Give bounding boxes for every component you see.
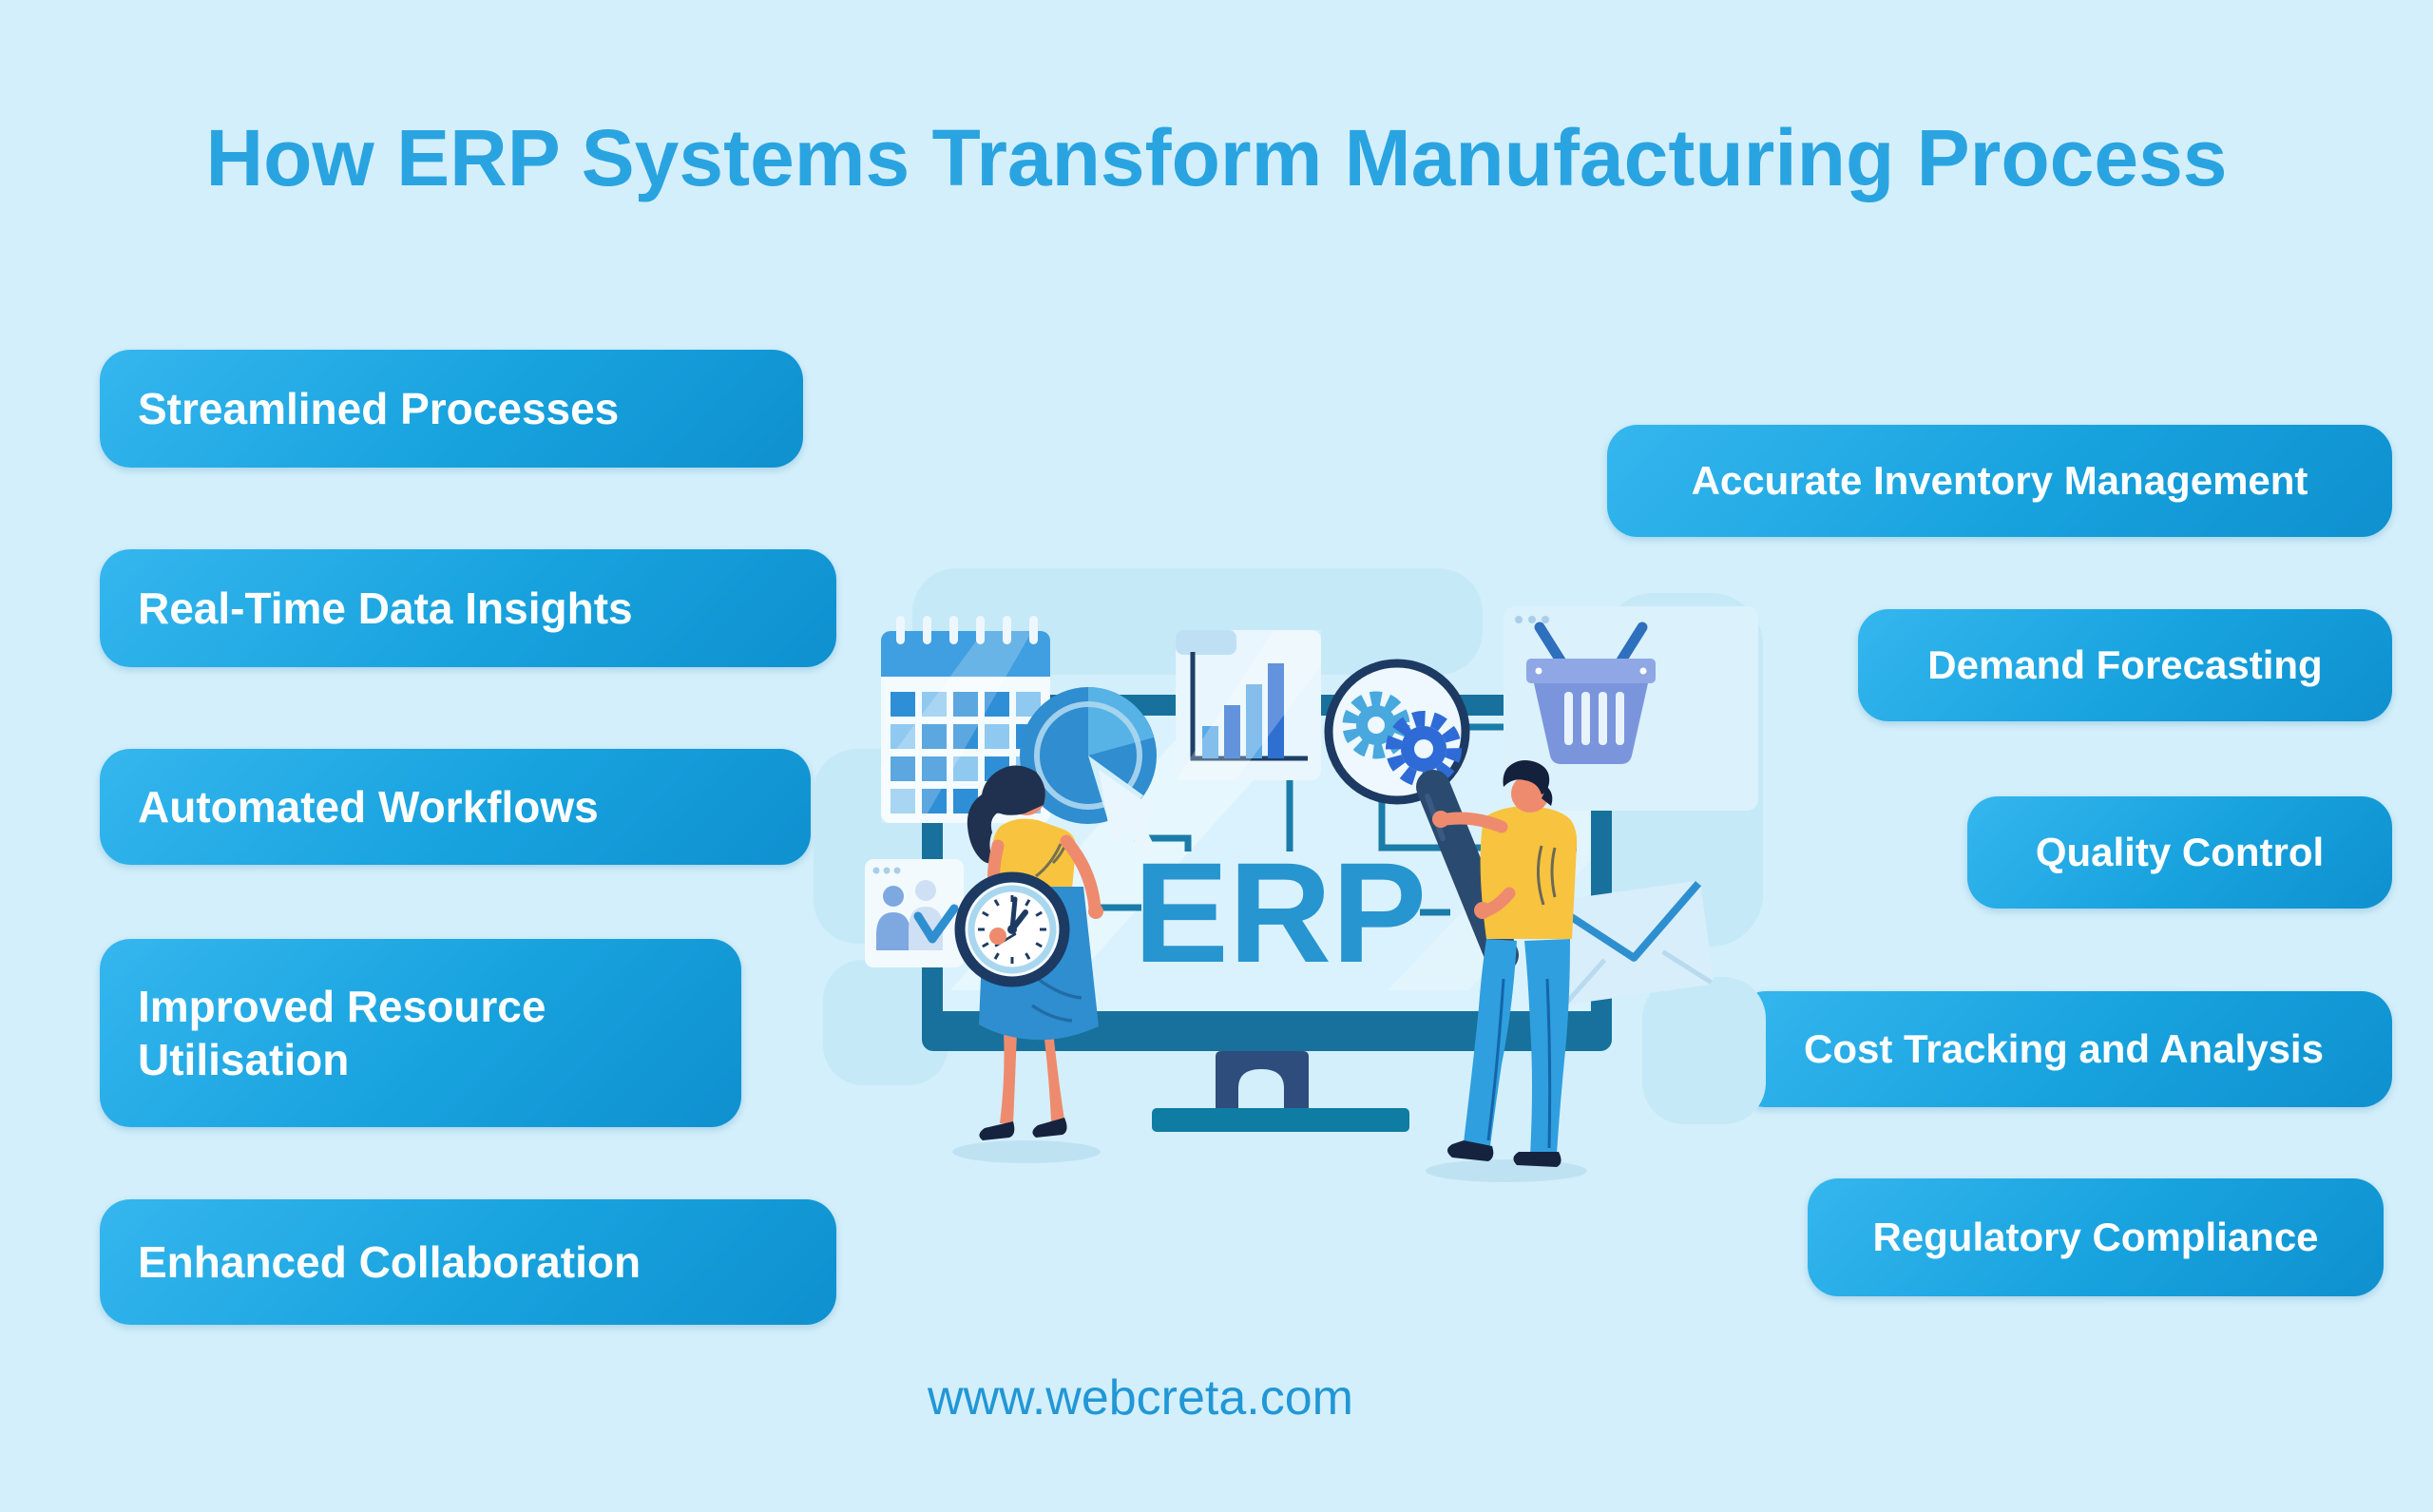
benefit-regulatory-compliance: Regulatory Compliance	[1808, 1178, 2384, 1296]
video-call-icon	[865, 859, 964, 967]
page-title: How ERP Systems Transform Manufacturing …	[205, 113, 2228, 202]
erp-label: ERP	[1134, 833, 1427, 992]
pie-chart-icon	[1020, 687, 1167, 859]
benefit-demand-forecasting: Demand Forecasting	[1858, 609, 2392, 721]
benefit-cost-tracking-and-analysis: Cost Tracking and Analysis	[1735, 991, 2392, 1107]
website-link: www.webcreta.com	[928, 1370, 1353, 1426]
bar-chart-icon	[1176, 630, 1321, 780]
benefit-improved-resource-utilisation: Improved Resource Utilisation	[100, 939, 741, 1127]
man-figure	[1432, 760, 1578, 1167]
cursor-icon	[1099, 770, 1167, 859]
benefit-quality-control: Quality Control	[1967, 796, 2392, 909]
erp-illustration: ERP	[798, 532, 1768, 1254]
benefit-automated-workflows: Automated Workflows	[100, 749, 811, 865]
benefit-accurate-inventory-management: Accurate Inventory Management	[1607, 425, 2392, 537]
woman-figure	[954, 765, 1103, 1140]
envelope-icon	[1549, 881, 1714, 1005]
benefit-streamlined-processes: Streamlined Processes	[100, 350, 803, 468]
benefit-enhanced-collaboration: Enhanced Collaboration	[100, 1199, 836, 1325]
benefit-real-time-data-insights: Real-Time Data Insights	[100, 549, 836, 667]
clock-icon	[954, 871, 1070, 987]
shopping-basket-icon	[1504, 606, 1758, 811]
